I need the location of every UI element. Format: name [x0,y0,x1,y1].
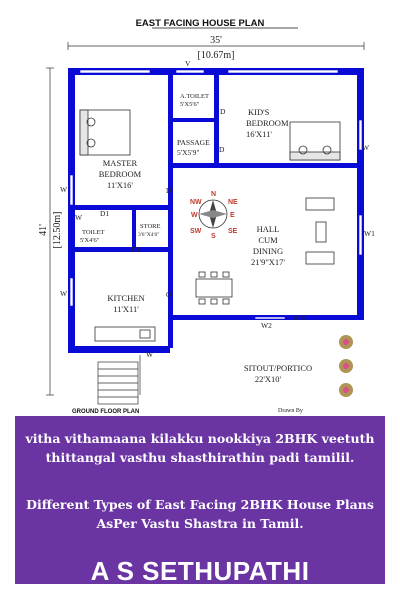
compass-icon [198,199,228,229]
label-v: V [185,59,191,68]
atoilet-size: 5'X5'6" [180,101,200,108]
dining-table-icon [195,271,233,305]
passage-name: PASSAGE [177,138,210,147]
plan-title: EAST FACING HOUSE PLAN [136,18,265,29]
master-bedroom-name: MASTER [103,158,138,168]
kids-bedroom-size: 16'X11' [246,129,272,139]
hall-name: HALL [257,224,280,234]
label-d-passage: D [219,145,225,154]
master-bed-icon [79,109,131,156]
ground-floor-label: GROUND FLOOR PLAN [72,409,139,415]
kitchen-counter [94,326,156,342]
label-w2: W2 [261,321,272,330]
compass-w: W [191,212,198,219]
kitchen-name: KITCHEN [107,293,144,303]
compass-se: SE [228,228,238,235]
compass-n: N [211,191,216,198]
kitchen-size: 11'X11' [113,304,139,314]
label-w1: W1 [364,229,375,238]
compass-s: S [211,233,216,240]
toilet-size: 5'X4'6" [80,237,100,244]
kids-bedroom-name: KID'S [248,107,270,117]
sofa-icon [305,197,335,265]
compass-ne: NE [228,199,238,206]
author-name: A S SETHUPATHI [90,556,310,586]
width-ft: 35' [210,35,222,46]
master-bedroom-size: 11'X16' [107,180,133,190]
compass-nw: NW [190,199,202,206]
sitout-size: 22'X10' [255,374,282,384]
master-bedroom-name2: BEDROOM [99,169,142,179]
label-w-kitchen: W [60,289,68,298]
floor-plan: EAST FACING HOUSE PLAN 35' [10.67m] 41' … [38,18,375,415]
depth-m: [12.50m] [52,212,63,249]
sitout-name: SITOUT/PORTICO [244,363,312,373]
store-size: 3'6"X4'6" [138,232,159,238]
hall-name3: DINING [253,246,283,256]
compass-e: E [230,212,235,219]
store-name: STORE [140,223,160,230]
label-md: MD [294,313,307,322]
stairs [97,355,141,405]
label-d1-toilet: D1 [100,209,109,218]
toilet-name: TOILET [82,229,105,236]
depth-ft: 41' [38,224,49,236]
english-line-1: Different Types of East Facing 2BHK Hous… [26,497,374,512]
label-w-stairs: W [146,350,154,359]
title-banner: vitha vithamaana kilakku nookkiya 2BHK v… [15,416,385,586]
hall-name2: CUM [258,235,278,245]
tamil-line-2: thittangal vasthu shasthirathin padi tam… [45,450,355,465]
label-d1-store: D1 [131,245,140,254]
kids-bedroom-name2: BEDROOM [246,118,289,128]
kids-bed-icon [289,121,341,161]
atoilet-name: A.TOILET [180,93,209,100]
label-d-master: D [166,186,172,195]
tamil-line-1: vitha vithamaana kilakku nookkiya 2BHK v… [25,431,375,446]
passage-size: 5'X5'9" [177,148,199,157]
label-w-toilet: W [75,213,83,222]
label-w-kids: W [362,143,370,152]
width-m: [10.67m] [198,50,235,61]
label-d-kids: D [220,107,226,116]
label-o: O [166,290,172,299]
compass-sw: SW [190,228,202,235]
hall-size: 21'9"X17' [251,257,285,267]
drawn-by-label: Drawn By [278,408,303,414]
plant-icon [339,335,353,397]
label-w-master: W [60,185,68,194]
english-line-2: AsPer Vastu Shastra in Tamil. [96,516,304,531]
